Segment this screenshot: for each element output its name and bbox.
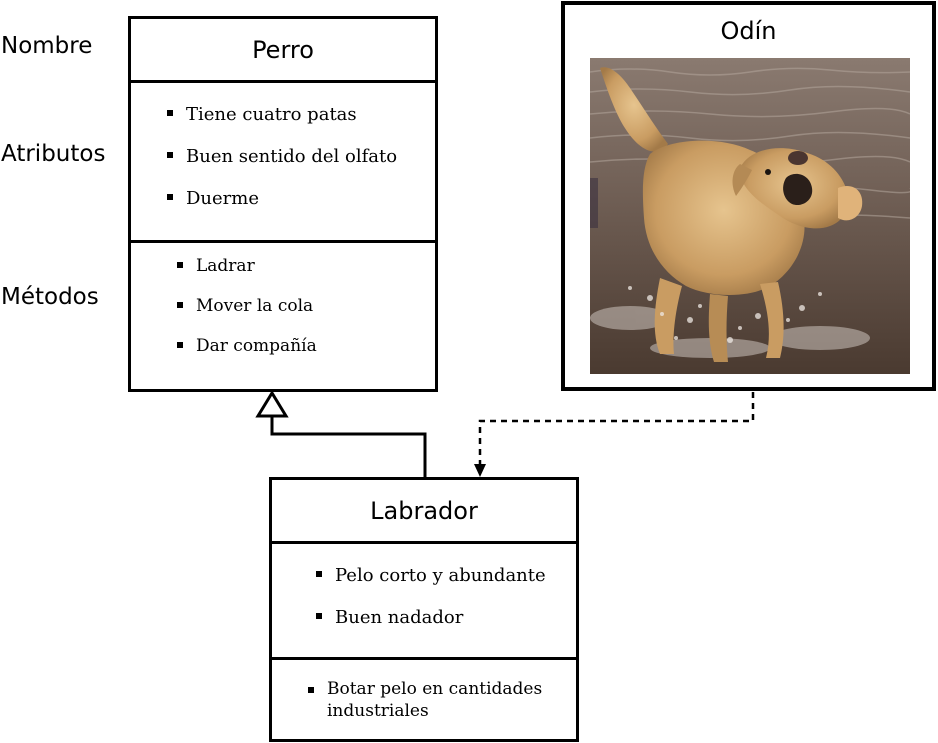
attribute-item: Duerme (167, 187, 259, 210)
bullet-icon (316, 571, 322, 577)
attributes-section-perro: Tiene cuatro patas Buen sentido del olfa… (131, 83, 435, 243)
label-metodos: Métodos (1, 284, 99, 310)
object-box-odin: Odín (561, 1, 936, 391)
dashed-line (478, 392, 755, 468)
methods-section-perro: Ladrar Mover la cola Dar compañía (131, 243, 435, 389)
bullet-icon (177, 301, 183, 308)
method-item: Mover la cola (177, 295, 313, 317)
method-item: Ladrar (177, 255, 255, 277)
bullet-icon (177, 341, 183, 348)
method-item: Dar compañía (177, 335, 317, 357)
class-name-labrador: Labrador (272, 480, 576, 544)
bullet-icon (167, 110, 173, 116)
methods-section-labrador: Botar pelo en cantidades industriales (272, 660, 576, 739)
class-box-perro: Perro Tiene cuatro patas Buen sentido de… (128, 16, 438, 392)
bullet-icon (167, 152, 173, 158)
attribute-item: Pelo corto y abundante (316, 564, 546, 587)
class-box-labrador: Labrador Pelo corto y abundante Buen nad… (269, 477, 579, 742)
dog-photo-icon (590, 58, 910, 374)
bullet-icon (316, 613, 322, 619)
inheritance-arrow (255, 390, 427, 477)
arrowhead-icon (474, 464, 486, 477)
bullet-icon (177, 261, 183, 268)
bullet-icon (167, 194, 173, 200)
instance-arrow (474, 392, 755, 477)
inheritance-line (270, 416, 427, 477)
class-name-perro: Perro (131, 19, 435, 83)
method-item: Botar pelo en cantidades industriales (308, 678, 548, 722)
attribute-item: Buen nadador (316, 606, 463, 629)
label-atributos: Atributos (1, 141, 106, 167)
attribute-item: Buen sentido del olfato (167, 145, 397, 168)
attributes-section-labrador: Pelo corto y abundante Buen nadador (272, 544, 576, 660)
object-name-odin: Odín (720, 17, 777, 45)
hollow-triangle-arrow-icon (255, 390, 289, 418)
label-nombre: Nombre (1, 33, 93, 59)
bullet-icon (308, 687, 314, 693)
attribute-item: Tiene cuatro patas (167, 103, 357, 126)
